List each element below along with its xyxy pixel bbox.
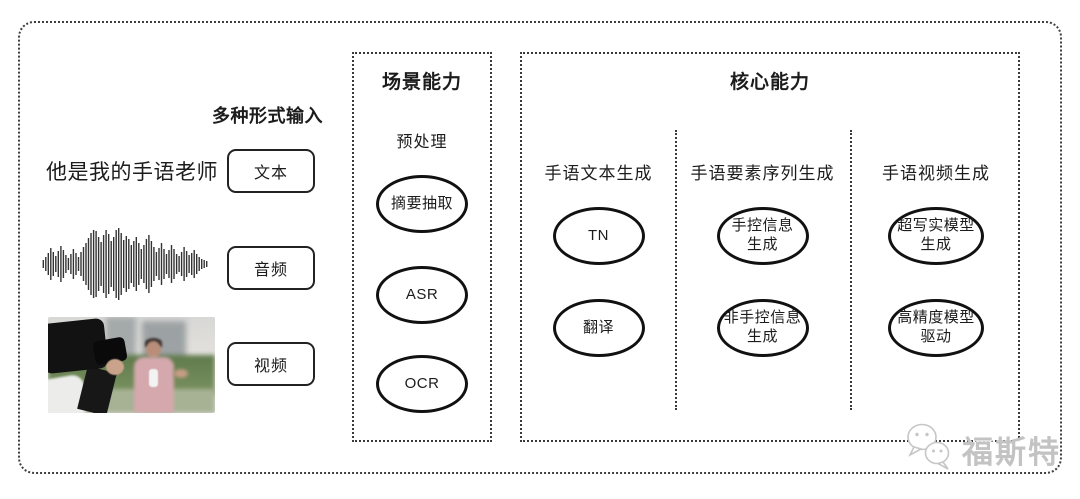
node-non-manual-info-generation: 非手控信息 生成 xyxy=(716,299,809,357)
input-node-video-label: 视频 xyxy=(253,358,288,375)
outer-dotted-frame xyxy=(18,21,1062,474)
node-translation: 翻译 xyxy=(552,299,645,357)
sample-input-text: 他是我的手语老师 xyxy=(46,161,218,184)
watermark-text: 福斯特 xyxy=(962,435,1061,470)
node-summary-extraction: 摘要抽取 xyxy=(376,175,468,233)
input-node-audio-label: 音频 xyxy=(253,262,288,279)
node-tn: TN xyxy=(552,207,645,265)
input-node-text: 文本 xyxy=(227,149,315,193)
column-divider xyxy=(850,130,852,410)
core-box-title: 核心能力 xyxy=(729,72,810,93)
scene-capability-box: 场景能力 预处理 摘要抽取 ASR OCR xyxy=(352,52,492,442)
input-node-video: 视频 xyxy=(227,342,315,386)
audio-waveform-graphic xyxy=(42,228,208,300)
column-sl-video-generation: 手语视频生成 超写实模型 生成 高精度模型 驱动 xyxy=(850,54,1022,444)
photo-reporter-hand xyxy=(174,369,188,378)
column-divider xyxy=(675,130,677,410)
wechat-logo-icon xyxy=(907,423,950,470)
input-section-heading: 多种形式输入 xyxy=(212,106,323,126)
video-input-photo xyxy=(48,317,215,413)
column-sl-element-sequence-generation: 手语要素序列生成 手控信息 生成 非手控信息 生成 xyxy=(675,54,850,444)
preprocess-label: 预处理 xyxy=(396,134,448,151)
photo-microphone xyxy=(149,369,158,387)
node-manual-info-generation: 手控信息 生成 xyxy=(716,207,809,265)
node-high-precision-model-driving: 高精度模型 驱动 xyxy=(888,299,984,357)
core-capability-box: 核心能力 手语文本生成 TN 翻译 手语要素序列生成 手控信息 生成 非手控信息… xyxy=(520,52,1020,442)
node-ocr: OCR xyxy=(376,355,468,413)
node-hyperreal-model-generation: 超写实模型 生成 xyxy=(888,207,984,265)
scene-box-title: 场景能力 xyxy=(381,72,462,93)
column-header: 手语文本生成 xyxy=(544,164,653,183)
node-asr: ASR xyxy=(376,266,468,324)
input-node-audio: 音频 xyxy=(227,246,315,290)
watermark: 福斯特 xyxy=(894,417,1064,475)
photo-reporter-head xyxy=(146,341,161,358)
photo-cameraman-hand xyxy=(106,359,124,375)
column-header: 手语视频生成 xyxy=(882,164,990,183)
input-node-text-label: 文本 xyxy=(253,165,288,182)
column-sl-text-generation: 手语文本生成 TN 翻译 xyxy=(522,54,675,444)
column-header: 手语要素序列生成 xyxy=(690,164,835,183)
